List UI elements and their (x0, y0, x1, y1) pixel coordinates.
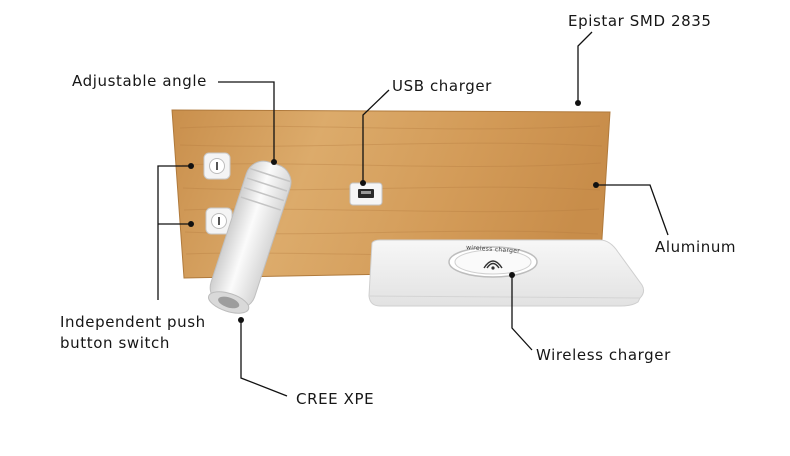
callout-dots (188, 100, 599, 323)
adjustable-angle-label: Adjustable angle (72, 72, 207, 90)
independent-switch-label-line2: button switch (60, 334, 170, 352)
switch-top (203, 152, 231, 180)
wireless-charger-label: Wireless charger (536, 346, 671, 364)
usb-port (349, 182, 383, 206)
switch-bottom (205, 207, 233, 235)
independent-switch-label-line1: Independent push (60, 313, 206, 331)
cree-xpe-label: CREE XPE (296, 390, 375, 408)
usb-charger-label: USB charger (392, 77, 492, 95)
callout-lines (157, 31, 669, 397)
epistar-label: Epistar SMD 2835 (568, 12, 712, 30)
aluminum-label: Aluminum (655, 238, 737, 256)
wireless-charger-pad (368, 239, 645, 307)
reading-lamp (207, 160, 292, 314)
